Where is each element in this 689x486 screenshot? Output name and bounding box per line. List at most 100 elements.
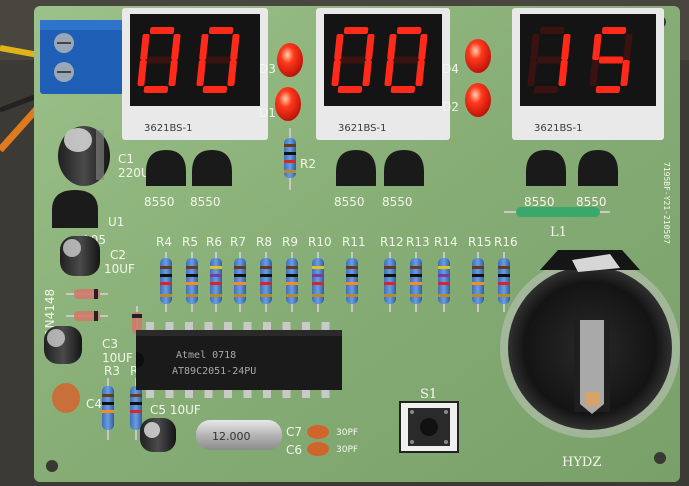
brand-label: HYDZ bbox=[562, 455, 601, 470]
segment bbox=[396, 27, 422, 34]
capacitor-value-c2: 10UF bbox=[104, 262, 135, 276]
capacitor-c2 bbox=[60, 236, 100, 276]
capacitor-label-c2: C2 bbox=[110, 248, 126, 262]
transistor-label: 8550 bbox=[144, 195, 175, 209]
display-model-label: 3621BS-1 bbox=[534, 123, 582, 134]
segment bbox=[343, 27, 369, 34]
resistor-label: R15 bbox=[468, 235, 492, 249]
segment bbox=[387, 34, 397, 60]
segment bbox=[149, 27, 175, 34]
led-label-d3: D3 bbox=[259, 62, 276, 76]
resistor-r14: R14 bbox=[434, 235, 458, 312]
resistor-label: R13 bbox=[406, 235, 430, 249]
segment bbox=[536, 56, 562, 64]
segment bbox=[208, 27, 234, 34]
capacitor-value-c6: 30PF bbox=[336, 445, 358, 455]
capacitor-c7 bbox=[307, 425, 329, 439]
resistor-r16: R16 bbox=[494, 235, 518, 312]
segment bbox=[418, 34, 428, 60]
diode-label: 1N4148 bbox=[43, 289, 57, 336]
segment bbox=[140, 34, 150, 60]
segment bbox=[340, 56, 366, 64]
transistor-label: 8550 bbox=[576, 195, 607, 209]
segment bbox=[620, 60, 630, 86]
segment bbox=[362, 60, 372, 86]
chip-pin bbox=[282, 322, 291, 330]
resistor-r12: R12 bbox=[380, 235, 404, 312]
segment bbox=[589, 60, 599, 86]
resistor-label: R11 bbox=[342, 235, 366, 249]
diode-2 bbox=[66, 311, 108, 321]
resistor-r15: R15 bbox=[468, 235, 492, 312]
microcontroller-chip: Atmel 0718 AT89C2051-24PU bbox=[136, 322, 342, 398]
crystal-oscillator: 12.000 bbox=[196, 420, 282, 450]
resistor-r7: R7 bbox=[230, 235, 246, 312]
push-button-s1[interactable] bbox=[399, 401, 459, 453]
led-d2 bbox=[465, 83, 491, 117]
resistor-label: R4 bbox=[156, 235, 172, 249]
resistor-label: R10 bbox=[308, 235, 332, 249]
resistor-label: R14 bbox=[434, 235, 458, 249]
regulator-u1 bbox=[52, 190, 98, 228]
chip-pin bbox=[263, 390, 271, 398]
capacitor-c5 bbox=[140, 418, 176, 452]
display-module-3: 3621BS-1 bbox=[512, 8, 664, 140]
segment bbox=[390, 86, 416, 93]
display-module-1: 3621BS-1 bbox=[122, 8, 268, 140]
transistor-label: 8550 bbox=[524, 195, 555, 209]
chip-pin bbox=[224, 322, 232, 330]
chip-pin bbox=[302, 390, 310, 398]
transistor-label: 8550 bbox=[334, 195, 365, 209]
capacitor-label-c6: C6 bbox=[286, 443, 302, 457]
capacitor-value-c7: 30PF bbox=[336, 428, 358, 438]
led-label-d4: D4 bbox=[442, 62, 459, 76]
segment bbox=[171, 34, 181, 60]
segment bbox=[539, 27, 565, 34]
crystal-label: 12.000 bbox=[212, 430, 251, 443]
display-model-label: 3621BS-1 bbox=[144, 123, 192, 134]
segment bbox=[143, 86, 169, 93]
chip-pin bbox=[146, 322, 154, 330]
segment bbox=[334, 34, 344, 60]
resistor-label-r3: R3 bbox=[104, 364, 120, 378]
diode-1 bbox=[66, 289, 108, 299]
capacitor-c4 bbox=[52, 383, 80, 413]
transistor-label: 8550 bbox=[382, 195, 413, 209]
segment bbox=[196, 60, 206, 86]
inductor-label: L1 bbox=[550, 225, 567, 240]
segment bbox=[202, 86, 228, 93]
transistor: 8550 bbox=[144, 150, 186, 209]
resistor-label: R16 bbox=[494, 235, 518, 249]
segment bbox=[205, 56, 231, 64]
capacitor-label-c4: C4 bbox=[86, 397, 102, 411]
chip-pin bbox=[224, 390, 232, 398]
segment bbox=[393, 56, 419, 64]
chip-pin bbox=[204, 390, 213, 398]
chip-pin bbox=[185, 322, 193, 330]
capacitor-c6 bbox=[307, 442, 329, 456]
led-label-d1: D1 bbox=[259, 106, 276, 120]
chip-pin bbox=[146, 390, 154, 398]
capacitor-label-c5: C5 10UF bbox=[150, 403, 201, 417]
chip-pin bbox=[204, 322, 213, 330]
segment bbox=[199, 34, 209, 60]
resistor-label: R12 bbox=[380, 235, 404, 249]
resistor-r1 bbox=[102, 378, 114, 440]
segment bbox=[331, 60, 341, 86]
capacitor-label-c3: C3 bbox=[102, 337, 118, 351]
capacitor-c1 bbox=[58, 126, 110, 186]
segment bbox=[168, 60, 178, 86]
chip-pin bbox=[165, 322, 174, 330]
capacitor-label-c1: C1 bbox=[118, 152, 134, 166]
segment bbox=[227, 60, 237, 86]
led-label-d2: D2 bbox=[442, 100, 459, 114]
chip-pin bbox=[282, 390, 291, 398]
mounting-hole bbox=[46, 460, 58, 472]
capacitor-value-c3: 10UF bbox=[102, 351, 133, 365]
segment bbox=[592, 34, 602, 60]
resistor-label: R5 bbox=[182, 235, 198, 249]
resistor-label: R8 bbox=[256, 235, 272, 249]
segment bbox=[384, 60, 394, 86]
